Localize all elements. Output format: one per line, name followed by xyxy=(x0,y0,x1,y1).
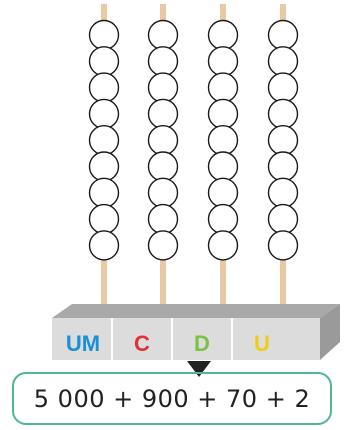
abacus-bead xyxy=(88,151,120,182)
abacus-bead xyxy=(207,177,239,209)
abacus-bead xyxy=(147,124,179,156)
abacus-bead xyxy=(267,230,299,261)
place-label-u: U xyxy=(254,331,270,356)
abacus-bead xyxy=(207,124,239,156)
abacus-bead xyxy=(88,98,120,130)
abacus-bead xyxy=(88,230,120,261)
abacus-beads xyxy=(88,19,299,261)
abacus-bead xyxy=(88,72,120,103)
abacus-bead xyxy=(207,151,239,182)
abacus-bead xyxy=(147,230,179,261)
abacus-rods xyxy=(101,4,286,318)
expression-text: 5 000 + 900 + 70 + 2 xyxy=(33,384,311,413)
abacus-bead xyxy=(88,177,120,209)
abacus-bead xyxy=(207,19,239,51)
abacus-bead xyxy=(88,19,120,51)
abacus-bead xyxy=(147,203,179,235)
pointer-arrow-icon xyxy=(187,361,211,377)
abacus-base-side xyxy=(320,304,340,360)
abacus-bead xyxy=(267,72,299,103)
abacus-bead xyxy=(147,46,179,77)
abacus-bead xyxy=(147,98,179,130)
abacus-bead xyxy=(207,230,239,261)
abacus-bead xyxy=(267,177,299,209)
abacus-bead xyxy=(267,151,299,182)
abacus-bead xyxy=(207,98,239,130)
abacus-bead xyxy=(147,19,179,51)
abacus-bead xyxy=(147,177,179,209)
abacus-bead xyxy=(267,46,299,77)
expression-box: 5 000 + 900 + 70 + 2 xyxy=(12,372,332,425)
place-label-c: C xyxy=(134,331,150,356)
place-label-d: D xyxy=(194,331,210,356)
abacus-bead xyxy=(88,124,120,156)
abacus-bead xyxy=(267,203,299,235)
abacus-base-front xyxy=(52,318,320,360)
abacus-bead xyxy=(88,46,120,77)
abacus-bead xyxy=(267,98,299,130)
abacus-bead xyxy=(88,203,120,235)
abacus-bead xyxy=(207,46,239,77)
abacus-bead xyxy=(207,72,239,103)
abacus-bead xyxy=(267,19,299,51)
place-label-um: UM xyxy=(66,331,100,356)
abacus-bead xyxy=(267,124,299,156)
abacus-bead xyxy=(147,72,179,103)
abacus-bead xyxy=(147,151,179,182)
abacus-base-top xyxy=(52,304,340,318)
abacus-bead xyxy=(207,203,239,235)
